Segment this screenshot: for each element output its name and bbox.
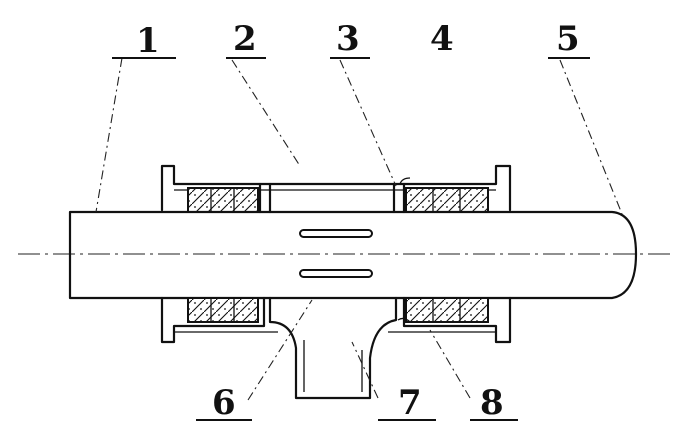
- lower-groove: [397, 317, 411, 323]
- housing-lower: [160, 296, 512, 400]
- shaft: [68, 210, 638, 300]
- label-1: 1: [136, 21, 160, 61]
- packing-upper-left: [187, 187, 259, 213]
- label-5: 5: [556, 19, 580, 59]
- slot-upper: [299, 229, 373, 238]
- leader-6: [247, 299, 313, 401]
- slot-lower: [299, 269, 373, 278]
- packing-lower-right: [405, 297, 489, 323]
- label-7: 7: [398, 383, 422, 423]
- upper-left-shoulder: [258, 182, 272, 214]
- upper-groove: [399, 177, 411, 185]
- packing-lower-left: [187, 297, 259, 323]
- label-2: 2: [233, 19, 257, 59]
- packing-upper-right: [405, 187, 489, 213]
- upper-right-shoulder: [392, 182, 406, 214]
- leader-8: [429, 329, 471, 399]
- label-4: 4: [430, 19, 454, 59]
- label-8: 8: [480, 383, 504, 423]
- leader-5: [559, 59, 623, 215]
- label-6: 6: [212, 383, 236, 423]
- label-3: 3: [336, 19, 360, 59]
- leader-3: [339, 59, 397, 187]
- leader-2: [231, 59, 301, 167]
- housing-upper: [160, 164, 512, 212]
- leader-7: [351, 341, 379, 399]
- leader-1: [95, 57, 123, 213]
